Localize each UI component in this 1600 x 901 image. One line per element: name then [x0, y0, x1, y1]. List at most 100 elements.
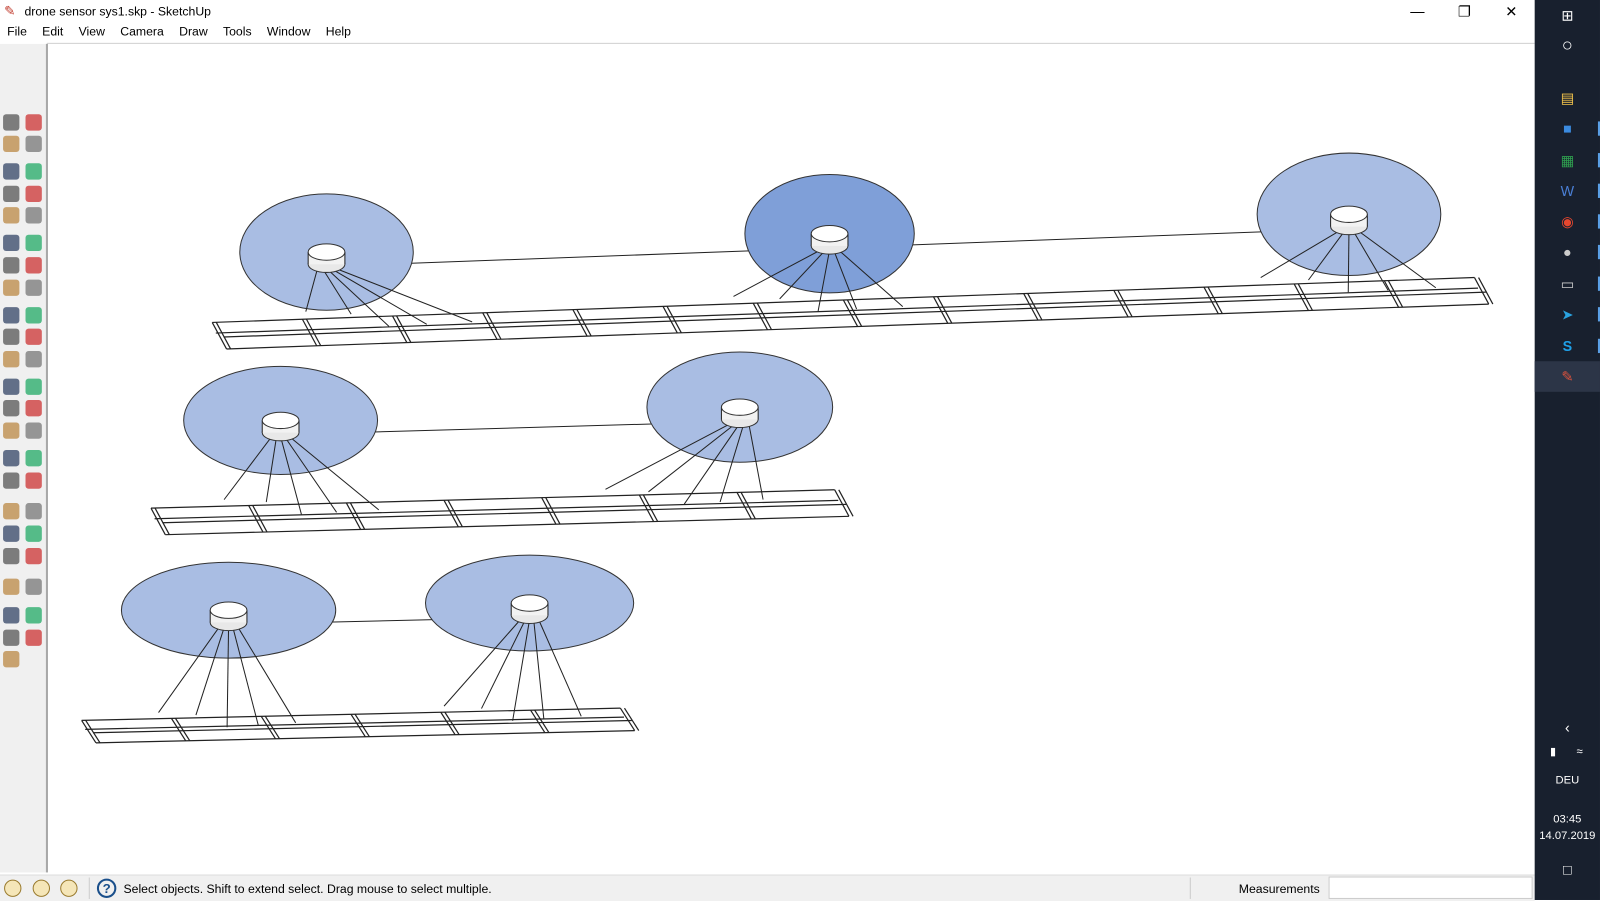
textured-tool-icon[interactable]	[25, 629, 42, 646]
wifi-icon[interactable]: ≈	[1576, 745, 1583, 759]
clock[interactable]: 03:45 14.07.2019	[1535, 811, 1600, 844]
orbit-tool-icon[interactable]	[3, 378, 20, 395]
running-indicator	[1597, 276, 1600, 291]
look-around-tool-icon[interactable]	[25, 449, 42, 467]
cortana-search-icon[interactable]: ○	[1561, 34, 1573, 56]
menu-edit[interactable]: Edit	[42, 24, 64, 39]
move-tool-icon[interactable]	[3, 234, 20, 252]
credits-icon[interactable]	[32, 879, 50, 897]
language-indicator[interactable]: DEU	[1555, 774, 1580, 787]
sketchup-window: ✎ drone sensor sys1.skp - SketchUp — ❐ ✕…	[0, 0, 1535, 901]
iso-tool-icon[interactable]	[3, 503, 20, 520]
axes-tool-icon[interactable]	[3, 351, 20, 368]
dimension-tool-icon[interactable]	[25, 307, 42, 324]
monochrome-tool-icon[interactable]	[3, 651, 20, 668]
polygon-tool-icon[interactable]	[3, 207, 20, 224]
top-tool-icon[interactable]	[25, 503, 42, 520]
truss-strut	[1297, 283, 1314, 311]
restore-button[interactable]: ❐	[1457, 3, 1471, 20]
scale-tool-icon[interactable]	[3, 279, 20, 296]
truss-rail	[165, 515, 849, 536]
rectangle-tool-icon[interactable]	[3, 163, 20, 180]
close-button[interactable]: ✕	[1505, 3, 1518, 20]
xray-tool-icon[interactable]	[3, 578, 20, 595]
truss-strut	[486, 312, 502, 340]
left-tool-icon[interactable]	[25, 547, 42, 565]
help-icon[interactable]: ?	[96, 878, 117, 898]
walk-tool-icon[interactable]	[3, 472, 20, 489]
running-indicator	[1597, 121, 1600, 136]
measurements-input[interactable]	[1328, 876, 1533, 899]
file-explorer-icon[interactable]: ▤	[1560, 89, 1575, 107]
truss-strut	[350, 713, 366, 738]
front-tool-icon[interactable]	[3, 525, 20, 542]
erase-tool-icon[interactable]	[25, 135, 42, 153]
pan-tool-icon[interactable]	[25, 378, 42, 395]
arc-tool-icon[interactable]	[25, 185, 42, 203]
truss-rail	[85, 716, 624, 730]
excel-icon[interactable]: ▦	[1560, 152, 1575, 169]
protractor-tool-icon[interactable]	[3, 328, 20, 345]
eraser-tool-icon[interactable]	[25, 114, 42, 131]
action-center-icon[interactable]: □	[1563, 861, 1572, 878]
back-tool-icon[interactable]	[3, 547, 20, 565]
3d-text-tool-icon[interactable]	[25, 351, 42, 368]
support-strut	[733, 249, 821, 297]
back-edges-tool-icon[interactable]	[25, 578, 42, 595]
menu-view[interactable]: View	[78, 24, 105, 39]
support-strut	[289, 436, 380, 511]
hidden-line-tool-icon[interactable]	[25, 607, 42, 624]
show-hidden-icons-chevron-icon[interactable]: ‹	[1564, 719, 1570, 736]
wireframe-tool-icon[interactable]	[3, 607, 20, 624]
text-tool-icon[interactable]	[25, 328, 42, 345]
shaded-tool-icon[interactable]	[3, 629, 20, 646]
menu-draw[interactable]: Draw	[179, 24, 208, 39]
position-camera-tool-icon[interactable]	[3, 449, 20, 467]
menu-help[interactable]: Help	[325, 24, 351, 39]
right-tool-icon[interactable]	[25, 525, 42, 542]
tape-measure-tool-icon[interactable]	[3, 307, 20, 324]
push-pull-tool-icon[interactable]	[25, 234, 42, 252]
skype-icon[interactable]: S	[1562, 337, 1573, 355]
menu-file[interactable]: File	[7, 24, 27, 39]
rotate-tool-icon[interactable]	[3, 257, 20, 274]
line-tool-icon[interactable]	[25, 163, 42, 180]
offset-tool-icon[interactable]	[25, 279, 42, 296]
sensor-cylinder-top	[307, 243, 346, 261]
user-icon[interactable]	[60, 879, 78, 897]
previous-tool-icon[interactable]	[3, 422, 20, 439]
zoom-tool-icon[interactable]	[3, 399, 20, 417]
geo-location-icon[interactable]	[4, 879, 22, 897]
sketchup-taskbar-button[interactable]: ✎	[1534, 361, 1600, 392]
truss-strut	[174, 718, 191, 742]
menu-camera[interactable]: Camera	[120, 24, 164, 39]
sensor-cylinder-top	[510, 594, 549, 612]
support-strut	[719, 423, 745, 503]
paint-bucket-tool-icon[interactable]	[3, 135, 20, 153]
app-icon[interactable]: ●	[1563, 243, 1572, 261]
freehand-tool-icon[interactable]	[25, 207, 42, 224]
menu-tools[interactable]: Tools	[222, 24, 252, 39]
windows-start-icon[interactable]: ⊞	[1561, 7, 1574, 24]
follow-me-tool-icon[interactable]	[25, 257, 42, 274]
support-strut	[538, 619, 582, 717]
truss-strut	[638, 494, 655, 522]
remote-desktop-icon[interactable]: ▭	[1560, 275, 1575, 292]
select-tool-icon[interactable]	[3, 114, 20, 131]
model-viewport[interactable]	[48, 44, 1535, 873]
menu-window[interactable]: Window	[266, 24, 311, 39]
word-icon[interactable]: W	[1560, 182, 1575, 199]
circle-tool-icon[interactable]	[3, 185, 20, 203]
next-tool-icon[interactable]	[25, 422, 42, 439]
title-bar: ✎ drone sensor sys1.skp - SketchUp — ❐ ✕	[0, 0, 1535, 22]
telegram-icon[interactable]: ➤	[1561, 306, 1574, 323]
chrome-icon[interactable]: ◉	[1561, 213, 1574, 230]
zoom-extents-tool-icon[interactable]	[25, 399, 42, 417]
section-plane-tool-icon[interactable]	[25, 472, 42, 489]
truss-strut	[1473, 277, 1490, 305]
truss-strut	[619, 707, 636, 731]
battery-icon[interactable]: ▮	[1549, 745, 1557, 759]
outlook-icon[interactable]: ■	[1563, 120, 1572, 137]
support-strut	[648, 423, 737, 493]
minimize-button[interactable]: —	[1410, 3, 1425, 20]
